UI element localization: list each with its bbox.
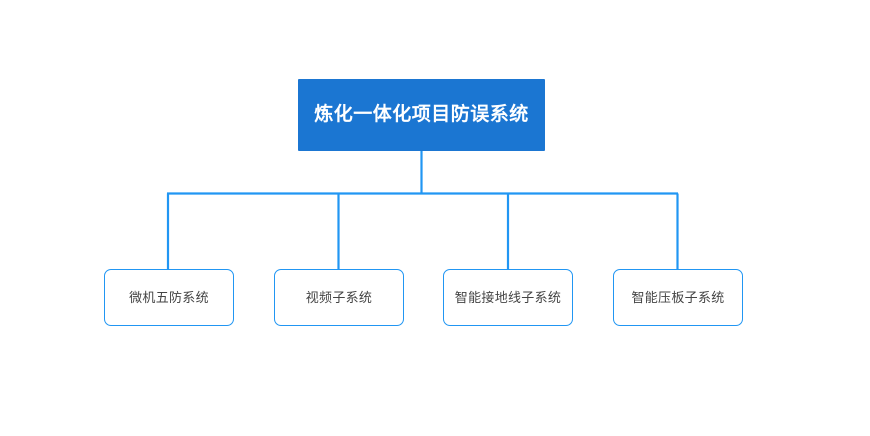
node-child-label: 智能接地线子系统 — [454, 289, 562, 305]
node-child-shipin[interactable]: 视频子系统 — [274, 269, 404, 326]
node-child-yaban[interactable]: 智能压板子系统 — [613, 269, 743, 326]
node-child-weijiwufang[interactable]: 微机五防系统 — [104, 269, 234, 326]
node-child-label: 智能压板子系统 — [631, 289, 725, 305]
node-root[interactable]: 炼化一体化项目防误系统 — [298, 79, 545, 151]
node-root-label: 炼化一体化项目防误系统 — [314, 103, 529, 125]
node-child-label: 视频子系统 — [305, 289, 373, 305]
node-child-jiedixian[interactable]: 智能接地线子系统 — [443, 269, 573, 326]
node-child-label: 微机五防系统 — [129, 289, 209, 305]
